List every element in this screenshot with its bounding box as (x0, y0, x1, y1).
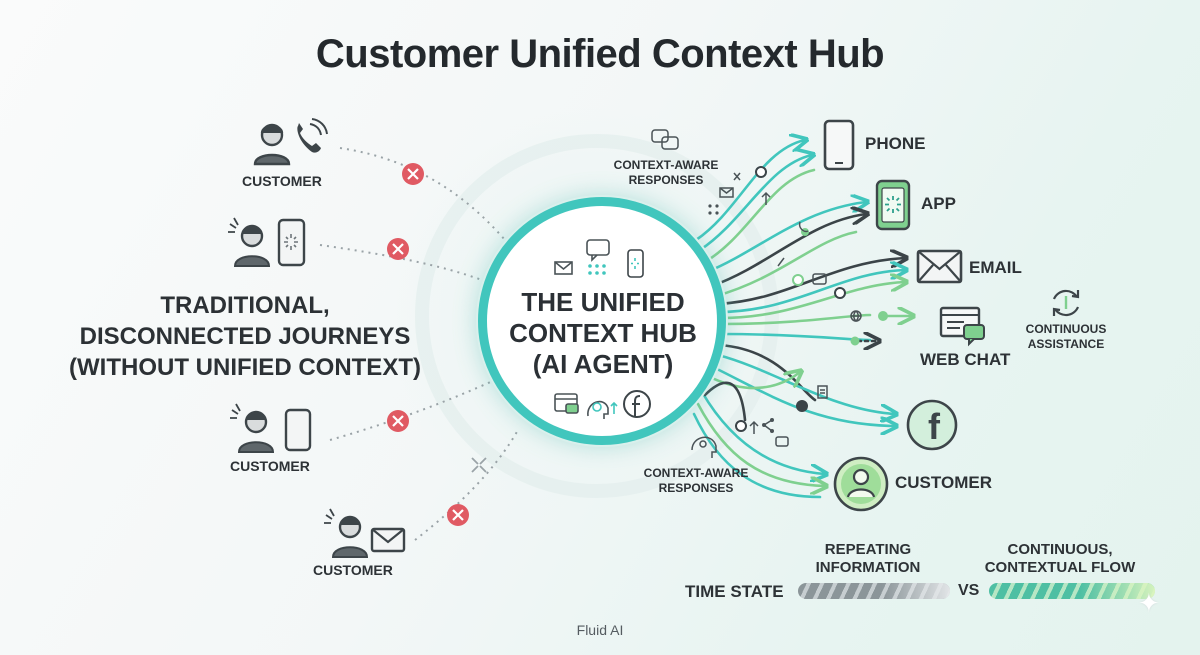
chat-small-icon (775, 436, 789, 447)
footer-brand: Fluid AI (576, 622, 624, 638)
head-gear-icon (587, 400, 609, 419)
arrow-up-icon (761, 191, 771, 205)
vs-label: VS (958, 582, 980, 599)
envelope-icon (719, 187, 734, 198)
context-top-line-2: RESPONSES (628, 173, 704, 187)
share-lines (763, 419, 773, 432)
app-channel-icon (875, 179, 911, 231)
mobile-icon (627, 249, 644, 278)
hub-line-3: (AI AGENT) (532, 349, 674, 379)
flow-nodes (735, 166, 888, 432)
unified-context-hub (478, 197, 726, 445)
context-aware-responses-top: CONTEXT-AWARE RESPONSES (611, 158, 721, 188)
document-icon (817, 385, 828, 399)
head-gear-icon (691, 436, 717, 458)
envelope-icon (554, 261, 573, 275)
message-icon (812, 273, 827, 285)
error-badge (387, 238, 409, 260)
context-bottom-line-2: RESPONSES (658, 481, 734, 495)
continuous-sync-icon (1052, 289, 1080, 317)
hub-bottom-icons (554, 390, 651, 419)
flow-lines (692, 140, 912, 499)
phone-small-icon (798, 221, 809, 233)
dots-grid-icon (708, 204, 719, 215)
error-badge (387, 410, 409, 432)
hub-label: THE UNIFIED CONTEXT HUB (AI AGENT) (488, 287, 718, 380)
facebook-glyph: f (928, 406, 941, 447)
error-badge (402, 163, 424, 185)
chat-bubble-icon (586, 239, 610, 262)
heading-line-3: (WITHOUT UNIFIED CONTEXT) (69, 354, 421, 381)
customer-mobile-icon (228, 217, 306, 267)
facebook-icon (623, 390, 651, 418)
customer-mobile-icon (230, 403, 312, 453)
page-title: Customer Unified Context Hub (315, 32, 885, 76)
disconnected-line-2 (319, 244, 483, 281)
arrow-up-icon (749, 420, 759, 434)
phone-channel-label: PHONE (865, 134, 926, 153)
dots-grid-icon (588, 264, 606, 275)
arrow-up-icon (610, 401, 618, 414)
continuous-flow-line-2: CONTEXTUAL FLOW (984, 559, 1136, 576)
error-badge (447, 504, 469, 526)
continuous-contextual-flow-label: CONTINUOUS, CONTEXTUAL FLOW (972, 541, 1148, 577)
continuous-flow-line-1: CONTINUOUS, (1007, 541, 1113, 558)
loading-spark-icon (733, 172, 741, 181)
continuous-assistance-label: CONTINUOUS ASSISTANCE (1018, 322, 1114, 352)
hub-top-icons (554, 239, 644, 278)
disconnected-line-1 (339, 147, 506, 241)
web-chat-icon (554, 393, 579, 414)
hub-line-1: THE UNIFIED (521, 287, 685, 317)
repeating-line-1: REPEATING (824, 541, 912, 558)
customer-channel-label: CUSTOMER (895, 473, 992, 492)
traditional-journeys-heading: TRADITIONAL, DISCONNECTED JOURNEYS (WITH… (60, 290, 430, 383)
customer-mail-icon (324, 508, 406, 558)
hub-line-2: CONTEXT HUB (509, 318, 697, 348)
broken-link-icon (471, 457, 487, 473)
context-top-line-1: CONTEXT-AWARE (613, 158, 719, 172)
sparkle-icon: ✦ (1138, 588, 1160, 618)
email-channel-label: EMAIL (969, 258, 1022, 277)
continuous-line-2: ASSISTANCE (1027, 337, 1105, 351)
context-bottom-line-1: CONTEXT-AWARE (643, 466, 749, 480)
heading-line-2: DISCONNECTED JOURNEYS (79, 323, 411, 350)
disconnected-lines (319, 147, 519, 541)
continuous-line-1: CONTINUOUS (1025, 322, 1107, 336)
repeating-line-2: INFORMATION (815, 559, 921, 576)
hub-ring (415, 134, 779, 498)
app-channel-label: APP (921, 194, 956, 213)
facebook-channel-icon: f (906, 399, 958, 451)
phone-channel-icon (823, 119, 855, 171)
contextual-flow-bar (989, 583, 1155, 599)
slash-icon (777, 257, 785, 267)
time-state-label: TIME STATE (685, 582, 784, 601)
repeating-information-label: REPEATING INFORMATION (804, 541, 932, 577)
chat-bubbles-icon (651, 129, 679, 150)
customer-label-3: CUSTOMER (230, 458, 310, 474)
heading-line-1: TRADITIONAL, (160, 292, 330, 319)
customer-label-4: CUSTOMER (313, 562, 393, 578)
globe-icon (850, 310, 862, 323)
web-chat-channel-icon (939, 306, 985, 347)
repeating-information-bar (798, 583, 950, 599)
web-chat-channel-label: WEB CHAT (920, 350, 1011, 369)
customer-phone-call-icon (253, 118, 328, 166)
customer-label-1: CUSTOMER (242, 173, 322, 189)
email-channel-icon (916, 249, 963, 284)
context-aware-responses-bottom: CONTEXT-AWARE RESPONSES (641, 466, 751, 496)
customer-channel-icon (833, 456, 889, 512)
